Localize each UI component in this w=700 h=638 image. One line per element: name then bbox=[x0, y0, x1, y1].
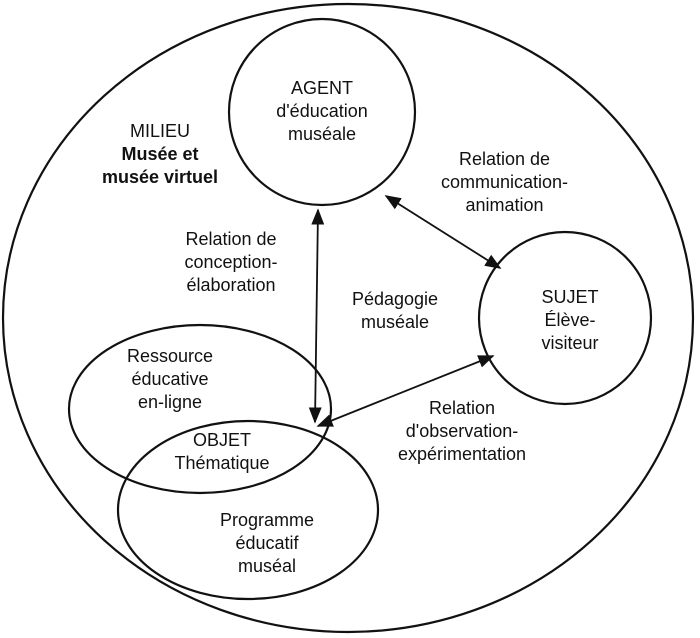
sujet-line-3: visiteur bbox=[541, 333, 599, 353]
ressource-label: Ressource éducative en-ligne bbox=[110, 345, 230, 414]
relation-conception-line-1: Relation de bbox=[185, 229, 277, 249]
agent-line-2: d'éducation bbox=[276, 101, 368, 121]
ressource-line-2: éducative bbox=[131, 369, 209, 389]
agent-circle bbox=[227, 17, 417, 207]
pedagogie-label: Pédagogie muséale bbox=[330, 288, 460, 334]
relation-communication-line-2: communication- bbox=[440, 172, 569, 192]
milieu-label: MILIEU Musée et musée virtuel bbox=[90, 120, 230, 189]
relation-observation-label: Relation d'observation- expérimentation bbox=[382, 397, 542, 466]
objet-line-2: Thématique bbox=[174, 453, 270, 473]
communication-arrow bbox=[384, 195, 502, 269]
relation-communication-line-1: Relation de bbox=[458, 149, 551, 169]
pedagogie-line-2: muséale bbox=[360, 312, 430, 332]
relation-communication-line-3: animation bbox=[465, 195, 544, 215]
objet-label: OBJET Thématique bbox=[162, 429, 282, 475]
objet-title: OBJET bbox=[192, 430, 251, 450]
milieu-title: MILIEU bbox=[129, 121, 190, 141]
programme-label: Programme éducatif muséal bbox=[202, 509, 332, 578]
sujet-circle bbox=[477, 230, 653, 406]
programme-line-3: muséal bbox=[237, 556, 297, 576]
pedagogie-line-1: Pédagogie bbox=[351, 289, 439, 309]
observation-arrow bbox=[316, 355, 495, 427]
relation-conception-line-2: conception- bbox=[184, 252, 278, 272]
agent-label: AGENT d'éducation muséale bbox=[252, 77, 392, 146]
relation-observation-line-3: expérimentation bbox=[397, 444, 527, 464]
relation-conception-label: Relation de conception- élaboration bbox=[166, 228, 296, 297]
sujet-line-2: Élève- bbox=[544, 310, 596, 330]
agent-line-3: muséale bbox=[287, 124, 357, 144]
relation-observation-line-1: Relation bbox=[428, 398, 496, 418]
programme-line-2: éducatif bbox=[235, 533, 299, 553]
conception-arrow bbox=[308, 208, 325, 424]
programme-ellipse bbox=[116, 419, 380, 601]
sujet-title: SUJET bbox=[541, 287, 599, 307]
relation-communication-label: Relation de communication- animation bbox=[427, 148, 582, 217]
agent-title: AGENT bbox=[290, 78, 353, 98]
relation-observation-line-2: d'observation- bbox=[405, 421, 519, 441]
milieu-subtitle-2: musée virtuel bbox=[101, 167, 219, 187]
ressource-line-3: en-ligne bbox=[137, 392, 203, 412]
ressource-line-1: Ressource bbox=[126, 346, 214, 366]
milieu-subtitle-1: Musée et bbox=[121, 144, 199, 164]
sujet-label: SUJET Élève- visiteur bbox=[520, 286, 620, 355]
programme-line-1: Programme bbox=[219, 510, 315, 530]
relation-conception-line-3: élaboration bbox=[186, 275, 276, 295]
